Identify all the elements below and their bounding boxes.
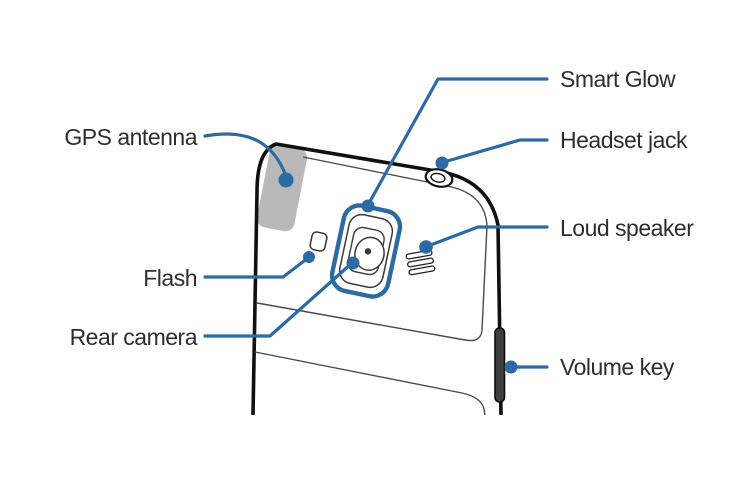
headset-jack-port	[424, 168, 454, 188]
callout-label-loud-speaker: Loud speaker	[560, 215, 694, 241]
flash-window	[309, 231, 328, 252]
leader-dot-volume-key	[504, 360, 518, 374]
leader-line-loud-speaker	[426, 225, 549, 248]
leader-line-smart-glow	[366, 77, 549, 207]
gps-antenna-region	[256, 144, 308, 232]
loud-speaker-grille	[405, 249, 436, 276]
volume-key-button	[494, 327, 506, 403]
callout-label-smart-glow: Smart Glow	[560, 66, 676, 92]
rear-camera-lens-pupil	[364, 248, 372, 255]
callout-label-flash: Flash	[143, 265, 197, 291]
callout-label-gps-antenna: GPS antenna	[64, 124, 197, 150]
leader-dot-flash	[303, 251, 315, 263]
leader-dot-loud-speaker	[419, 240, 433, 254]
leader-line-gps-antenna	[203, 132, 288, 178]
callout-label-rear-camera: Rear camera	[69, 324, 198, 350]
leader-line-flash	[203, 256, 310, 279]
leader-dot-headset-jack	[435, 156, 449, 170]
leader-line-headset-jack	[442, 138, 549, 164]
callout-label-volume-key: Volume key	[560, 354, 674, 380]
camera-bezel-outer	[338, 213, 394, 289]
leader-dot-gps-antenna	[278, 172, 294, 188]
leader-dot-smart-glow	[361, 199, 375, 213]
leader-dots	[278, 156, 518, 374]
rear-camera-module	[329, 203, 403, 299]
back-cover-seam-lower	[254, 351, 486, 416]
callout-label-headset-jack: Headset jack	[560, 127, 687, 153]
leader-line-rear-camera	[203, 261, 354, 338]
leader-lines	[203, 77, 549, 369]
leader-dot-rear-camera	[346, 256, 360, 270]
